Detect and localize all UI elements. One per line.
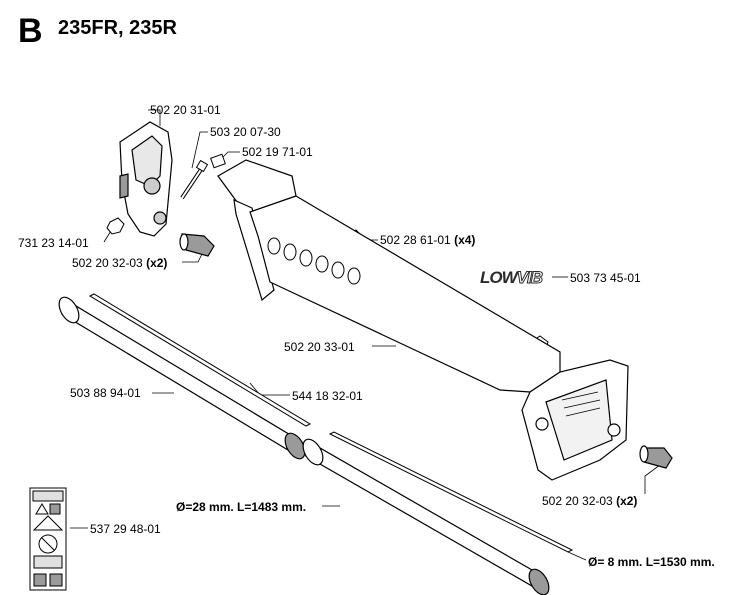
drive-shaft-lower (328, 431, 574, 553)
label-clip-qty: (x4) (454, 233, 476, 247)
leader-shaft-spec (567, 551, 587, 561)
square-nut (210, 153, 226, 169)
nut (106, 217, 125, 235)
label-rubber-cap-left-qty: (x2) (146, 256, 168, 270)
label-bolt: 503 20 07-30 (210, 125, 281, 139)
label-decal-sheet: 537 29 48-01 (90, 522, 161, 536)
leader-p12 (644, 461, 665, 494)
logo-part-a: LOW (480, 268, 518, 287)
label-rubber-cap-left: 502 20 32-03 (x2) (72, 256, 167, 270)
frame-ribs (561, 391, 601, 417)
label-rubber-cap-right-number: 502 20 32-03 (542, 494, 613, 508)
label-rubber-cap-right: 502 20 32-03 (x2) (542, 494, 637, 508)
frame-vent-holes (267, 237, 361, 285)
rubber-cap-right (639, 445, 673, 469)
label-rubber-cap-left-number: 502 20 32-03 (72, 256, 143, 270)
drive-shaft-upper (88, 293, 312, 427)
clamp-half (119, 121, 173, 237)
label-rubber-cap-right-qty: (x2) (616, 494, 638, 508)
decal-sheet (29, 487, 67, 591)
label-drive-shaft: 544 18 32-01 (292, 389, 363, 403)
label-tube: 503 88 94-01 (70, 386, 141, 400)
lowvib-logo: LOWVIB (480, 268, 544, 287)
model-title: 235FR, 235R (58, 17, 177, 39)
label-clip: 502 28 61-01 (x4) (380, 233, 475, 247)
tube-lower (302, 438, 550, 595)
label-square-nut: 502 19 71-01 (242, 145, 313, 159)
leader-p1 (148, 109, 161, 126)
bolt (180, 159, 209, 200)
logo-part-b: VIB (516, 268, 543, 287)
label-lowvib-decal: 503 73 45-01 (570, 271, 641, 285)
tube-upper (58, 296, 306, 460)
label-clamp-half: 502 20 31-01 (150, 103, 221, 117)
label-clip-number: 502 28 61-01 (380, 233, 451, 247)
spec-shaft: Ø= 8 mm. L=1530 mm. (588, 555, 715, 569)
label-main-frame: 502 20 33-01 (284, 340, 355, 354)
label-nut: 731 23 14-01 (18, 236, 89, 250)
leader-p2 (191, 131, 208, 169)
spec-tube: Ø=28 mm. L=1483 mm. (176, 500, 307, 514)
section-letter: B (18, 12, 43, 50)
main-frame (217, 159, 629, 481)
rubber-cap-left (179, 233, 215, 257)
